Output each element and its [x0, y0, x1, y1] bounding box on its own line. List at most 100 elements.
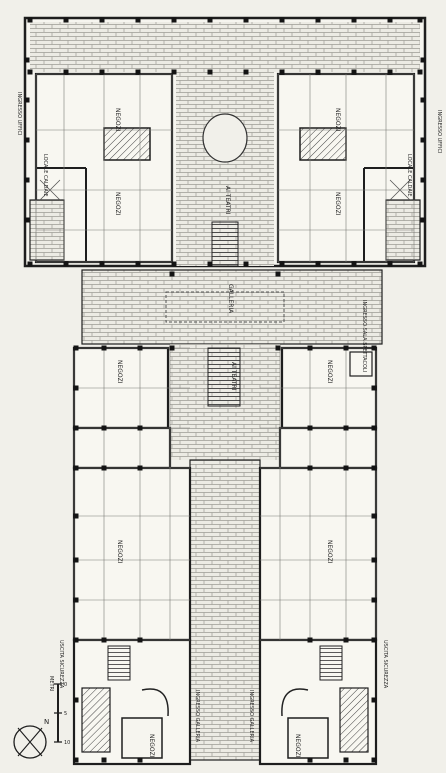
column-marker — [73, 425, 79, 431]
column-marker — [27, 17, 33, 23]
column-marker — [371, 513, 377, 519]
column-marker — [99, 17, 105, 23]
column-marker — [371, 757, 377, 763]
column-marker — [99, 261, 105, 267]
label-ingresso-galleria: INGRESSO GALLERIA — [248, 690, 254, 743]
column-marker — [315, 17, 321, 23]
column-marker — [417, 69, 423, 75]
column-marker — [135, 69, 141, 75]
column-marker — [307, 465, 313, 471]
label-negozi: NEGOZI — [116, 360, 123, 384]
column-marker — [371, 637, 377, 643]
column-marker — [307, 637, 313, 643]
column-marker — [420, 177, 426, 183]
column-marker — [73, 757, 79, 763]
column-marker — [99, 69, 105, 75]
column-marker — [101, 345, 107, 351]
column-marker — [371, 345, 377, 351]
column-marker — [24, 177, 30, 183]
column-marker — [420, 97, 426, 103]
upper-paved-terrace — [30, 22, 420, 72]
column-marker — [420, 137, 426, 143]
column-marker — [171, 17, 177, 23]
column-marker — [343, 637, 349, 643]
column-marker — [137, 757, 143, 763]
column-marker — [315, 261, 321, 267]
column-marker — [420, 57, 426, 63]
label-ingresso-sala: INGRESSO SALA SPETTACOLI — [361, 300, 367, 372]
column-marker — [351, 69, 357, 75]
label-galleria: GALLERIA — [227, 284, 234, 314]
column-marker — [343, 465, 349, 471]
label-negozi: NEGOZI — [334, 108, 341, 132]
north-arrow: N — [13, 718, 49, 759]
label-locale-caldaie: LOCALE CALDAIE — [406, 154, 412, 197]
column-marker — [343, 757, 349, 763]
scale-tick-label: 5 — [64, 711, 67, 717]
label-negozi: NEGOZI — [294, 734, 301, 758]
column-marker — [343, 425, 349, 431]
column-marker — [73, 557, 79, 563]
stair-core-top-left — [103, 127, 151, 161]
column-marker — [420, 217, 426, 223]
column-marker — [243, 17, 249, 23]
column-marker — [135, 261, 141, 267]
column-marker — [137, 345, 143, 351]
column-marker — [243, 261, 249, 267]
north-symbol: N — [44, 718, 49, 726]
column-marker — [27, 69, 33, 75]
column-marker — [207, 261, 213, 267]
label-uscita-sicurezza: USCITA SICUREZZA — [58, 640, 64, 689]
scale-tick-label: 0 — [64, 682, 67, 688]
column-marker — [73, 597, 79, 603]
scale-label: METRI — [48, 676, 54, 691]
label-ai-teatri: AI TEATRI — [224, 186, 231, 215]
column-marker — [315, 69, 321, 75]
column-marker — [101, 637, 107, 643]
column-marker — [307, 345, 313, 351]
column-marker — [351, 17, 357, 23]
lower-right-block — [258, 346, 378, 766]
column-marker — [24, 97, 30, 103]
column-marker — [371, 465, 377, 471]
scale-tick-label: 10 — [64, 740, 70, 746]
column-marker — [24, 217, 30, 223]
label-negozi: NEGOZI — [334, 192, 341, 216]
upper-stair — [211, 221, 239, 267]
label-negozi: NEGOZI — [148, 734, 155, 758]
gallery-skylight — [165, 291, 285, 323]
label-ai-teatri: AI TEATRI — [230, 362, 237, 391]
column-marker — [169, 345, 175, 351]
column-marker — [371, 385, 377, 391]
column-marker — [387, 17, 393, 23]
column-marker — [279, 261, 285, 267]
upper-block — [23, 16, 427, 268]
label-uscita-sicurezza: USCITA SICUREZZA — [382, 640, 388, 689]
structural-grid — [35, 73, 415, 641]
stair-core-top-right — [299, 127, 347, 161]
column-marker — [101, 757, 107, 763]
column-marker — [101, 465, 107, 471]
column-marker — [171, 261, 177, 267]
column-marker — [387, 261, 393, 267]
column-marker — [371, 425, 377, 431]
column-marker — [417, 261, 423, 267]
column-marker — [24, 137, 30, 143]
column-marker — [207, 69, 213, 75]
column-marker — [307, 757, 313, 763]
column-marker — [63, 69, 69, 75]
label-negozi: NEGOZI — [326, 540, 333, 564]
column-marker — [137, 465, 143, 471]
gallery-stair — [207, 347, 241, 407]
label-negozi: NEGOZI — [116, 540, 123, 564]
room-labels: NEGOZI NEGOZI NEGOZI NEGOZI AI TEATRI GA… — [16, 92, 442, 758]
label-negozi: NEGOZI — [326, 360, 333, 384]
fountain-basin — [202, 113, 248, 163]
label-ingresso-uffici: INGRESSO UFFICI — [436, 110, 442, 153]
column-marker — [137, 425, 143, 431]
label-locale-caldaie: LOCALE CALDAIE — [42, 154, 48, 197]
label-ingresso-uffici: INGRESSO UFFICI — [16, 92, 22, 135]
column-marker — [73, 385, 79, 391]
column-marker — [371, 697, 377, 703]
